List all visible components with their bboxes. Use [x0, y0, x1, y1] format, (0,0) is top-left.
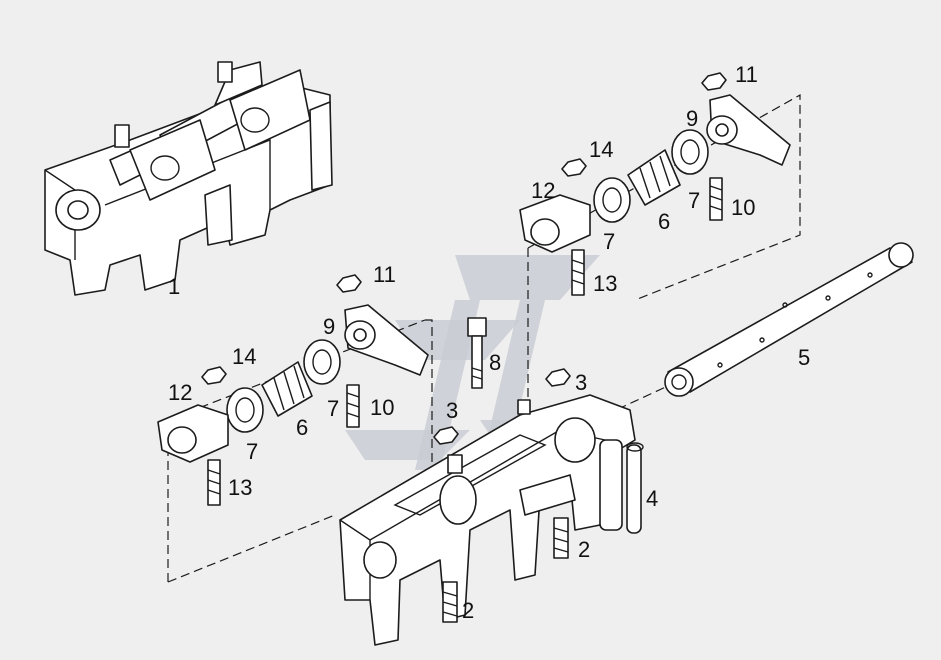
callout-4: 4 [646, 486, 658, 511]
nut-3-left [433, 426, 459, 445]
nut-11-lower [336, 274, 362, 293]
nut-3-right [545, 368, 571, 387]
callout-12: 12 [531, 178, 555, 203]
callout-3: 3 [575, 370, 587, 395]
rocker-shaft-part-5 [664, 242, 914, 397]
callout-3: 3 [446, 398, 458, 423]
callout-labels: 1 2 2 3 3 4 5 6 6 7 7 7 7 8 9 9 10 10 11… [168, 62, 810, 623]
callout-7: 7 [246, 439, 258, 464]
callout-14: 14 [232, 344, 256, 369]
rocker-assembly-part-1 [44, 61, 333, 296]
callout-14: 14 [589, 137, 613, 162]
callout-13: 13 [228, 475, 252, 500]
callout-6: 6 [296, 415, 308, 440]
callout-8: 8 [489, 350, 501, 375]
rocker-set-lower [157, 274, 429, 506]
callout-12: 12 [168, 380, 192, 405]
callout-1: 1 [168, 274, 180, 299]
callout-2: 2 [462, 598, 474, 623]
callout-10: 10 [731, 195, 755, 220]
washer-7-lower [226, 387, 264, 433]
nut-14-upper [561, 158, 587, 177]
callout-13: 13 [593, 271, 617, 296]
callout-10: 10 [370, 395, 394, 420]
bolt-2-left [442, 581, 458, 623]
spring-6-lower [261, 361, 313, 417]
callout-9: 9 [323, 314, 335, 339]
washer-upper [671, 129, 709, 175]
nut-11-upper [701, 72, 727, 91]
callout-2: 2 [578, 537, 590, 562]
callout-6: 6 [658, 209, 670, 234]
spring-6-upper [627, 149, 681, 206]
washer-7-upper [593, 177, 631, 223]
rocker-set-upper [519, 72, 791, 296]
bolt-2-right [553, 517, 569, 559]
callout-7: 7 [603, 229, 615, 254]
callout-11: 11 [373, 262, 396, 287]
callout-7: 7 [327, 396, 339, 421]
callout-5: 5 [798, 345, 810, 370]
callout-11: 11 [735, 62, 758, 87]
callout-7: 7 [688, 188, 700, 213]
washer-lower [303, 339, 341, 385]
nut-14-lower [201, 366, 227, 385]
rocker-bracket-part-4 [339, 394, 644, 646]
callout-9: 9 [686, 106, 698, 131]
bolt-8 [467, 317, 487, 389]
